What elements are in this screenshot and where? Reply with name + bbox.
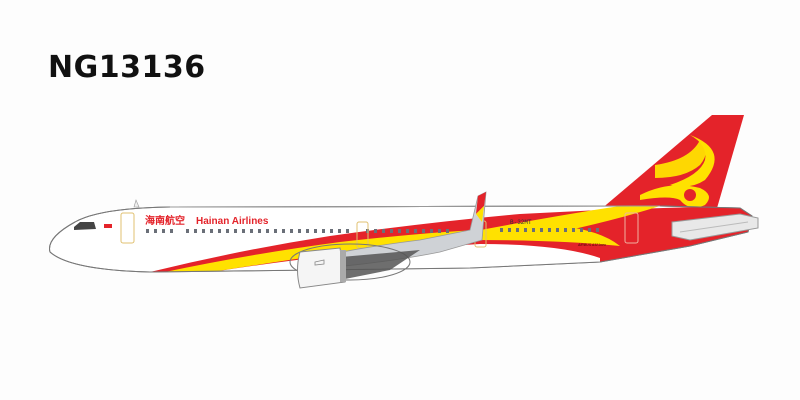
- product-code: NG13136: [48, 50, 206, 85]
- vertical-stabilizer: [600, 115, 744, 215]
- type-label: AIRBUS A321neo: [577, 243, 606, 247]
- engine: [297, 247, 346, 289]
- cockpit-windows: [74, 222, 96, 230]
- airline-title-en: Hainan Airlines: [196, 216, 269, 227]
- horizontal-stabilizer: [671, 213, 759, 241]
- tail-logo-icon: [640, 135, 715, 208]
- wing: [289, 191, 487, 281]
- passenger-windows: [146, 228, 599, 233]
- registration: B-32MT: [510, 219, 532, 226]
- airline-title-cn: 海南航空: [145, 214, 185, 227]
- antenna: [133, 199, 140, 208]
- nose-logo-icon: [104, 224, 112, 228]
